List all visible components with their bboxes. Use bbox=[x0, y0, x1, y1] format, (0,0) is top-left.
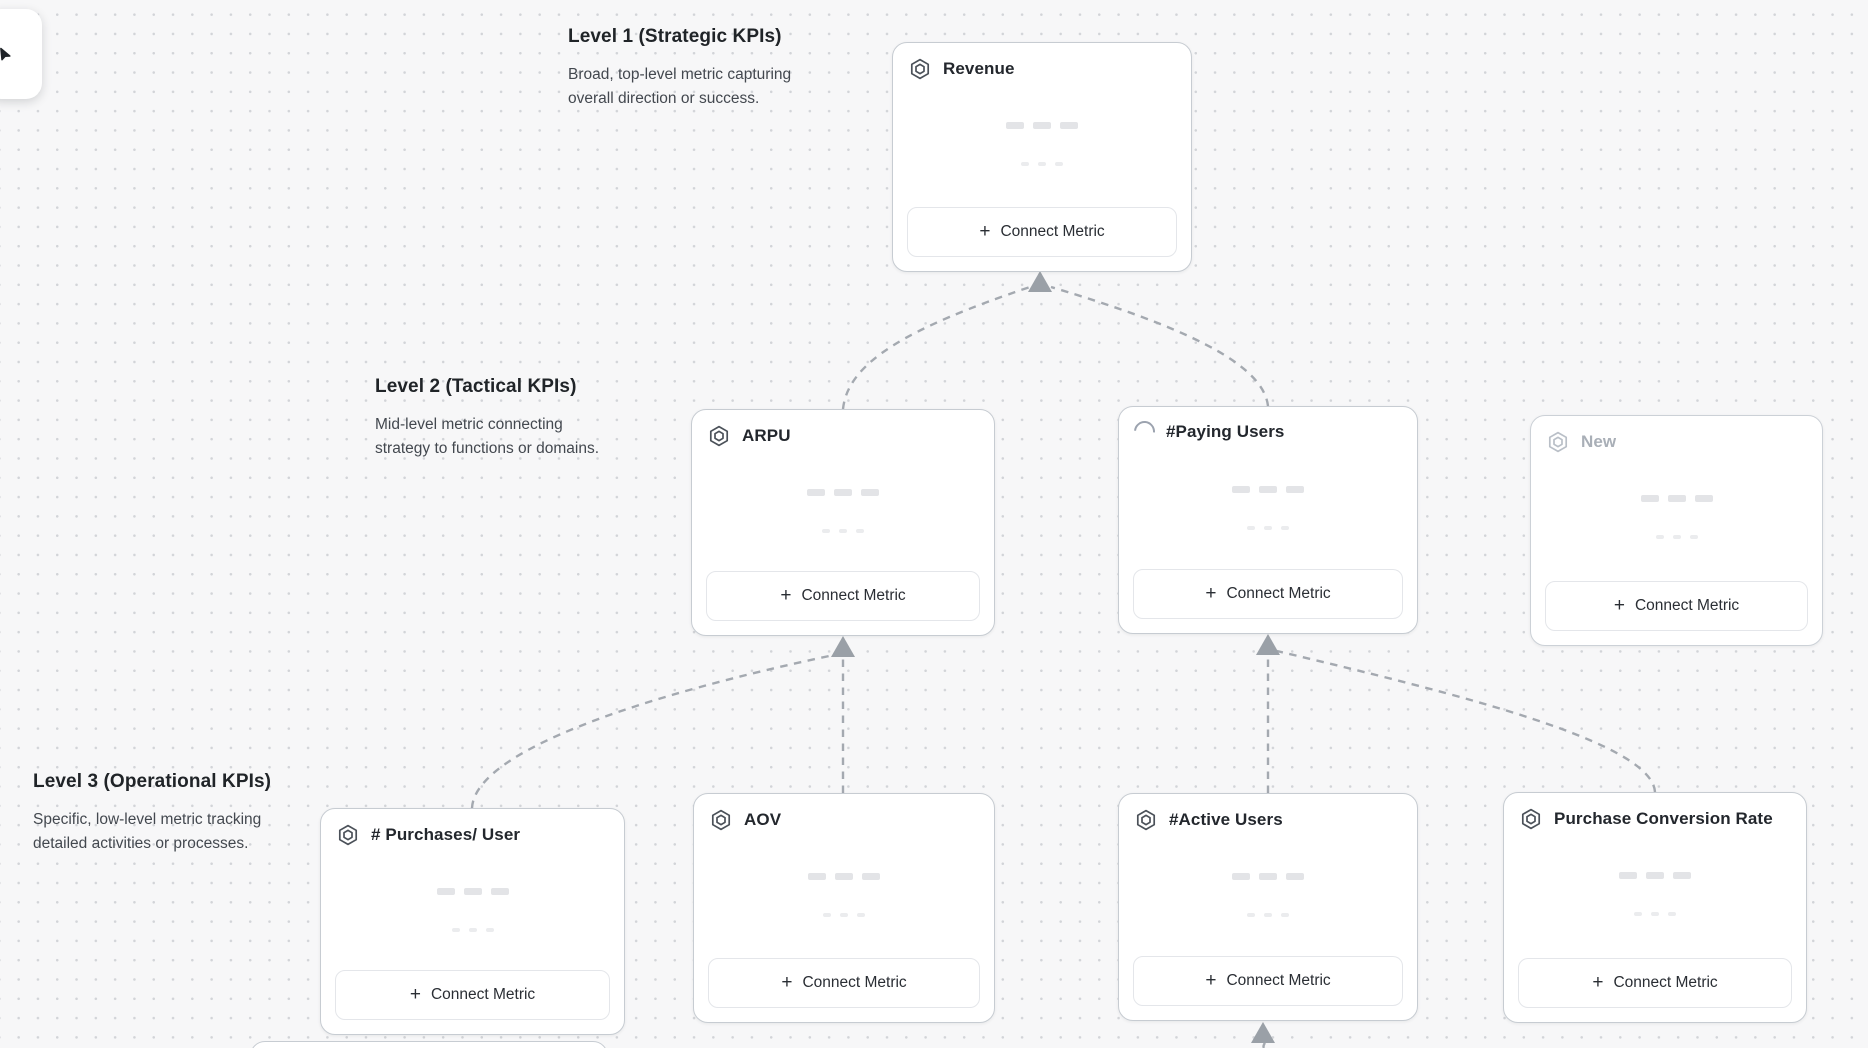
level-2-heading: Level 2 (Tactical KPIs) bbox=[375, 376, 577, 397]
connect-metric-button[interactable]: + Connect Metric bbox=[706, 571, 980, 621]
kpi-card-revenue[interactable]: Revenue + Connect Metric bbox=[892, 42, 1192, 272]
kpi-card-header: New bbox=[1546, 430, 1807, 454]
plus-icon: + bbox=[780, 585, 792, 606]
metric-skeleton-subrow bbox=[692, 529, 994, 533]
metric-skeleton-subrow bbox=[1504, 912, 1806, 916]
connect-metric-button[interactable]: + Connect Metric bbox=[708, 958, 980, 1008]
edge-offscreen-activeusers bbox=[1262, 1041, 1266, 1048]
kpi-card-new[interactable]: New + Connect Metric bbox=[1530, 415, 1823, 646]
hexagon-icon bbox=[910, 58, 930, 80]
metric-skeleton-row bbox=[893, 122, 1191, 129]
kpi-card-header: #Active Users bbox=[1134, 808, 1402, 832]
plus-icon: + bbox=[1613, 595, 1625, 616]
arrowhead-into-activeusers bbox=[1251, 1022, 1275, 1043]
connect-metric-label: Connect Metric bbox=[430, 986, 536, 1003]
connect-metric-label: Connect Metric bbox=[802, 974, 907, 991]
arrowhead-into-payingusers bbox=[1256, 634, 1280, 655]
connect-metric-button[interactable]: + Connect Metric bbox=[1518, 958, 1792, 1008]
level-1-heading: Level 1 (Strategic KPIs) bbox=[568, 26, 782, 47]
metric-skeleton-row bbox=[692, 489, 994, 496]
level-3-heading: Level 3 (Operational KPIs) bbox=[33, 771, 272, 792]
metric-skeleton-subrow bbox=[1119, 913, 1417, 917]
level-3-description: Specific, low-level metric tracking deta… bbox=[33, 811, 262, 852]
kpi-card-purchase-conversion-rate[interactable]: Purchase Conversion Rate + Connect Metri… bbox=[1503, 792, 1807, 1023]
metric-skeleton-row bbox=[1119, 486, 1417, 493]
edge-purchases-arpu bbox=[470, 653, 835, 809]
metric-skeleton-subrow bbox=[321, 928, 624, 932]
connect-metric-label: Connect Metric bbox=[1613, 974, 1718, 991]
metric-skeleton-row bbox=[1531, 495, 1822, 502]
metric-skeleton-subrow bbox=[1119, 526, 1417, 530]
hexagon-icon bbox=[709, 425, 729, 447]
kpi-card-title: #Paying Users bbox=[1166, 421, 1285, 441]
offscreen-kpi-card[interactable] bbox=[250, 1041, 608, 1048]
plus-icon: + bbox=[1205, 583, 1217, 604]
toolbar-cursor-button[interactable] bbox=[0, 9, 42, 99]
kpi-card-title: Revenue bbox=[943, 59, 1015, 78]
edge-conversionrate-payingusers bbox=[1276, 649, 1657, 793]
arrowhead-into-revenue bbox=[1028, 271, 1052, 292]
connect-metric-label: Connect Metric bbox=[1226, 972, 1331, 989]
metric-skeleton-row bbox=[694, 873, 994, 880]
kpi-card-purchases-user[interactable]: # Purchases/ User + Connect Metric bbox=[320, 808, 625, 1035]
edge-payingusers-revenue bbox=[1050, 285, 1270, 407]
connect-metric-button[interactable]: + Connect Metric bbox=[1133, 956, 1403, 1006]
connect-metric-label: Connect Metric bbox=[1226, 585, 1331, 602]
level-3-label: Level 3 (Operational KPIs) Specific, low… bbox=[33, 771, 271, 856]
hexagon-icon bbox=[1521, 808, 1541, 830]
metric-skeleton-row bbox=[1119, 873, 1417, 880]
connect-metric-button[interactable]: + Connect Metric bbox=[1545, 581, 1808, 631]
kpi-card-header: Purchase Conversion Rate bbox=[1519, 807, 1791, 831]
kpi-card-header: ARPU bbox=[707, 424, 979, 448]
kpi-card-title: ARPU bbox=[742, 426, 791, 445]
plus-icon: + bbox=[1205, 970, 1217, 991]
arrowhead-into-arpu bbox=[831, 636, 855, 657]
level-2-label: Level 2 (Tactical KPIs) Mid-level metric… bbox=[375, 376, 599, 461]
hexagon-icon bbox=[338, 824, 358, 846]
plus-icon: + bbox=[979, 221, 991, 242]
plus-icon: + bbox=[781, 972, 793, 993]
hexagon-icon bbox=[1136, 809, 1156, 831]
metric-skeleton-subrow bbox=[694, 913, 994, 917]
kpi-card-header: Revenue bbox=[908, 57, 1176, 81]
level-2-description: Mid-level metric connecting strategy to … bbox=[375, 416, 600, 457]
kpi-card-header: #Paying Users bbox=[1129, 416, 1402, 447]
cursor-icon bbox=[0, 47, 11, 61]
kpi-card-header: # Purchases/ User bbox=[336, 823, 609, 847]
plus-icon: + bbox=[1592, 972, 1604, 993]
kpi-card-active-users[interactable]: #Active Users + Connect Metric bbox=[1118, 793, 1418, 1021]
kpi-card-title: #Active Users bbox=[1169, 810, 1283, 829]
hexagon-icon bbox=[711, 809, 731, 831]
connect-metric-label: Connect Metric bbox=[801, 587, 906, 604]
kpi-card-title: Purchase Conversion Rate bbox=[1554, 809, 1773, 828]
kpi-card-title: AOV bbox=[744, 810, 782, 829]
connect-metric-button[interactable]: + Connect Metric bbox=[907, 207, 1177, 257]
kpi-card-paying-users[interactable]: #Paying Users + Connect Metric bbox=[1118, 406, 1418, 634]
hexagon-icon bbox=[1548, 431, 1568, 453]
edge-arpu-revenue bbox=[841, 285, 1031, 410]
metric-skeleton-subrow bbox=[893, 162, 1191, 166]
connect-metric-button[interactable]: + Connect Metric bbox=[1133, 569, 1403, 619]
connect-metric-label: Connect Metric bbox=[1634, 597, 1740, 614]
kpi-card-aov[interactable]: AOV + Connect Metric bbox=[693, 793, 995, 1023]
level-1-description: Broad, top-level metric capturing overal… bbox=[568, 66, 792, 107]
spinner-icon bbox=[1129, 416, 1160, 447]
kpi-card-header: AOV bbox=[709, 808, 979, 832]
level-1-label: Level 1 (Strategic KPIs) Broad, top-leve… bbox=[568, 26, 791, 111]
metric-skeleton-subrow bbox=[1531, 535, 1822, 539]
kpi-card-arpu[interactable]: ARPU + Connect Metric bbox=[691, 409, 995, 636]
kpi-card-title: # Purchases/ User bbox=[371, 825, 521, 844]
kpi-card-title: New bbox=[1581, 432, 1617, 451]
connect-metric-button[interactable]: + Connect Metric bbox=[335, 970, 610, 1020]
connect-metric-label: Connect Metric bbox=[1000, 223, 1105, 240]
metric-skeleton-row bbox=[1504, 872, 1806, 879]
plus-icon: + bbox=[409, 984, 421, 1005]
metric-skeleton-row bbox=[321, 888, 624, 895]
